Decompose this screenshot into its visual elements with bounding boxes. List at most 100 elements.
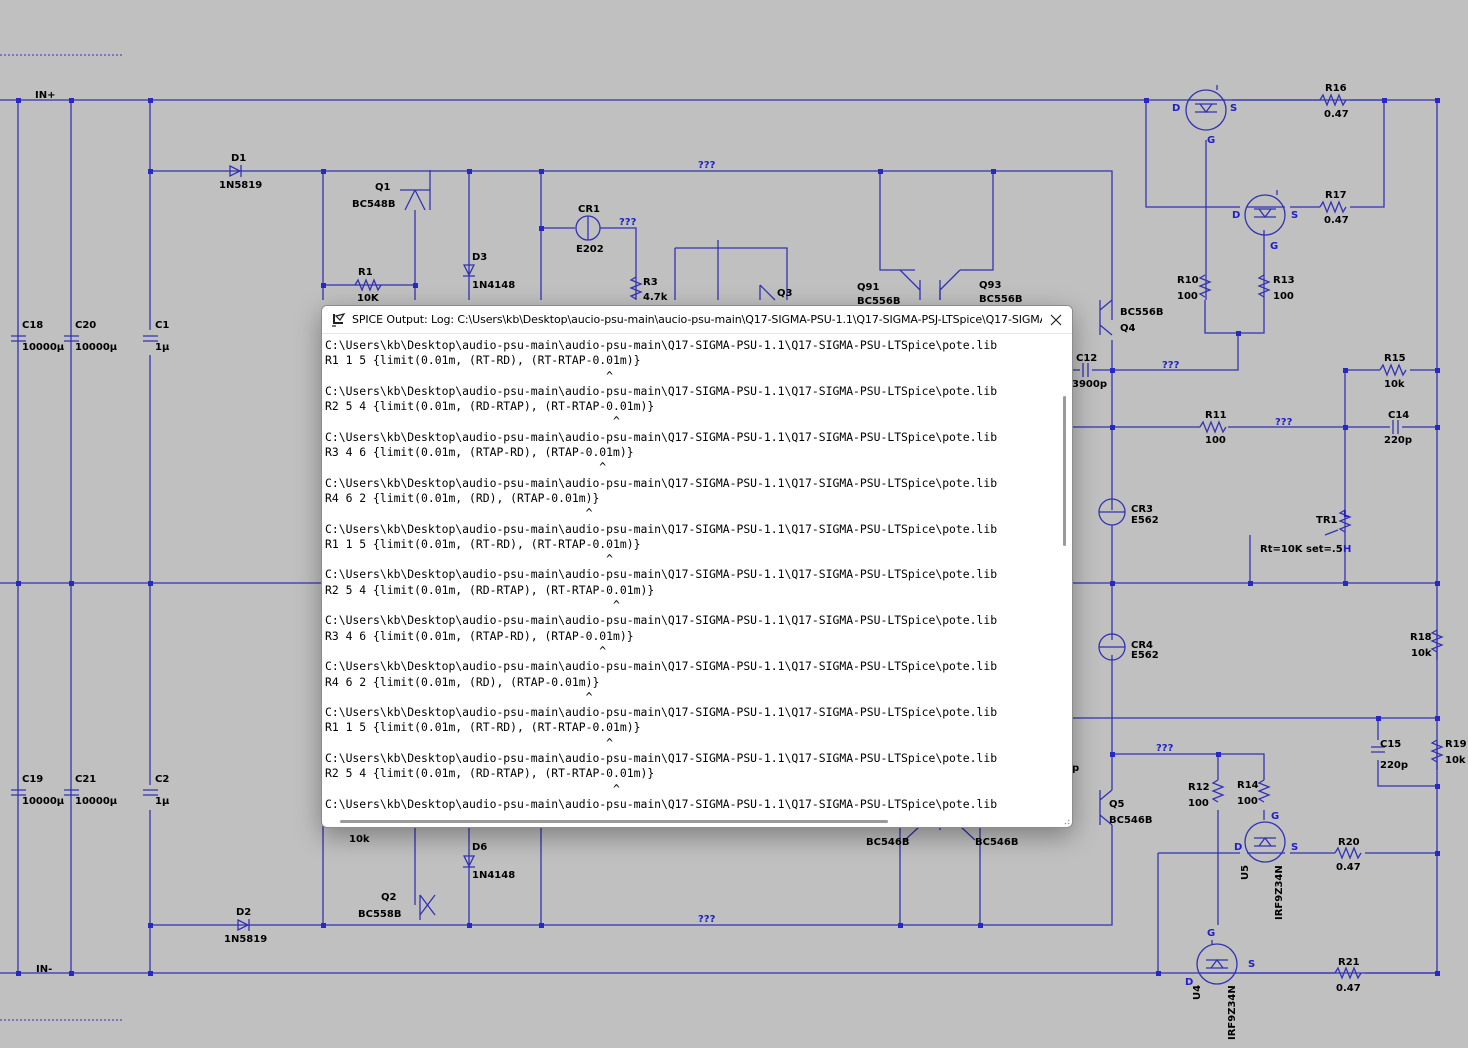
svg-text:R11: R11 <box>1205 410 1227 421</box>
title-bar[interactable]: SPICE Output: Log: C:\Users\kb\Desktop\a… <box>322 306 1072 334</box>
svg-text:Q4: Q4 <box>1120 323 1136 334</box>
log-entry: C:\Users\kb\Desktop\audio-psu-main\audio… <box>325 705 998 750</box>
svg-text:10k: 10k <box>1384 379 1405 390</box>
svg-text:R15: R15 <box>1384 353 1406 364</box>
svg-text:1N5819: 1N5819 <box>219 180 262 191</box>
svg-text:BC558B: BC558B <box>358 909 401 920</box>
spice-output-log-window[interactable]: SPICE Output: Log: C:\Users\kb\Desktop\a… <box>321 305 1073 828</box>
svg-text:10000µ: 10000µ <box>22 796 65 807</box>
svg-text:Q91: Q91 <box>857 282 879 293</box>
svg-text:R21: R21 <box>1338 957 1360 968</box>
svg-text:S: S <box>1291 210 1298 221</box>
log-entry: C:\Users\kb\Desktop\audio-psu-main\audio… <box>325 751 998 796</box>
svg-text:TR1: TR1 <box>1316 515 1338 526</box>
svg-text:Q5: Q5 <box>1109 799 1125 810</box>
svg-text:E562: E562 <box>1131 515 1159 526</box>
svg-text:BC546B: BC546B <box>1109 815 1152 826</box>
log-entry: C:\Users\kb\Desktop\audio-psu-main\audio… <box>325 521 998 567</box>
svg-text:???: ??? <box>698 914 716 925</box>
log-text-area[interactable]: C:\Users\kb\Desktop\audio-psu-main\audio… <box>322 334 1058 814</box>
svg-text:R12: R12 <box>1188 782 1210 793</box>
svg-text:IRF9Z34N: IRF9Z34N <box>1227 985 1238 1040</box>
svg-text:C20: C20 <box>75 320 96 331</box>
svg-text:S: S <box>1248 959 1255 970</box>
vertical-scroll-thumb[interactable] <box>1063 396 1066 546</box>
svg-text:R3: R3 <box>643 277 658 288</box>
svg-text:10000µ: 10000µ <box>22 342 65 353</box>
svg-text:1N5819: 1N5819 <box>224 934 267 945</box>
svg-text:R1: R1 <box>358 267 373 278</box>
svg-text:BC546B: BC546B <box>866 837 909 848</box>
svg-text:IRF9Z34N: IRF9Z34N <box>1274 865 1285 920</box>
svg-text:C19: C19 <box>22 774 43 785</box>
svg-text:D: D <box>1185 977 1193 988</box>
svg-text:BC546B: BC546B <box>975 837 1018 848</box>
svg-text:???: ??? <box>1162 360 1180 371</box>
svg-text:???: ??? <box>1275 417 1293 428</box>
svg-text:CR1: CR1 <box>578 204 600 215</box>
horizontal-scrollbar[interactable] <box>322 815 1058 827</box>
svg-text:C21: C21 <box>75 774 96 785</box>
svg-text:220p: 220p <box>1380 760 1408 771</box>
log-entry: C:\Users\kb\Desktop\audio-psu-main\audio… <box>325 567 998 613</box>
svg-text:G: G <box>1270 241 1278 252</box>
svg-text:S: S <box>1291 842 1298 853</box>
svg-text:G: G <box>1207 928 1215 939</box>
svg-text:R20: R20 <box>1338 837 1360 848</box>
svg-text:100: 100 <box>1237 796 1258 807</box>
svg-text:C2: C2 <box>155 774 169 785</box>
svg-text:Rt=10K set=.5: Rt=10K set=.5 <box>1260 544 1343 555</box>
svg-text:C1: C1 <box>155 320 169 331</box>
svg-text:G: G <box>1271 811 1279 822</box>
svg-text:R18: R18 <box>1410 632 1432 643</box>
svg-text:C14: C14 <box>1388 410 1409 421</box>
svg-text:D6: D6 <box>472 842 487 853</box>
svg-text:S: S <box>1230 103 1237 114</box>
svg-text:10k: 10k <box>1445 755 1466 766</box>
svg-text:p: p <box>1072 763 1079 774</box>
svg-text:D: D <box>1172 103 1180 114</box>
svg-text:Q1: Q1 <box>375 182 391 193</box>
svg-text:0.47: 0.47 <box>1336 983 1361 994</box>
close-icon <box>1050 314 1062 325</box>
svg-text:4.7k: 4.7k <box>643 292 668 303</box>
svg-text:R13: R13 <box>1273 275 1295 286</box>
log-entry: C:\Users\kb\Desktop\audio-psu-main\audio… <box>325 796 998 811</box>
horizontal-scroll-thumb[interactable] <box>340 820 888 823</box>
svg-text:Q3: Q3 <box>777 288 793 299</box>
svg-text:1µ: 1µ <box>155 796 170 807</box>
svg-text:D: D <box>1234 842 1242 853</box>
svg-text:E202: E202 <box>576 244 604 255</box>
log-entry: C:\Users\kb\Desktop\audio-psu-main\audio… <box>325 659 998 704</box>
vertical-scrollbar[interactable] <box>1061 336 1069 812</box>
log-entry: C:\Users\kb\Desktop\audio-psu-main\audio… <box>325 338 998 383</box>
svg-text:0.47: 0.47 <box>1336 862 1361 873</box>
log-entry: C:\Users\kb\Desktop\audio-psu-main\audio… <box>325 429 998 475</box>
svg-text:U5: U5 <box>1240 865 1251 880</box>
svg-text:R16: R16 <box>1325 83 1347 94</box>
svg-text:10000µ: 10000µ <box>75 796 118 807</box>
svg-text:R17: R17 <box>1325 190 1347 201</box>
log-entry: C:\Users\kb\Desktop\audio-psu-main\audio… <box>325 475 998 521</box>
svg-text:BC556B: BC556B <box>1120 307 1163 318</box>
svg-text:100: 100 <box>1205 435 1226 446</box>
svg-text:G: G <box>1207 135 1215 146</box>
svg-text:D2: D2 <box>236 907 251 918</box>
svg-text:C18: C18 <box>22 320 43 331</box>
svg-text:C12: C12 <box>1076 353 1097 364</box>
resize-grip-icon[interactable] <box>1061 816 1070 825</box>
svg-text:H: H <box>1343 544 1351 555</box>
svg-text:Q93: Q93 <box>979 280 1001 291</box>
ltspice-app-icon <box>332 312 346 327</box>
svg-text:U4: U4 <box>1192 985 1203 1000</box>
svg-text:10000µ: 10000µ <box>75 342 118 353</box>
svg-text:C15: C15 <box>1380 739 1401 750</box>
svg-text:CR4: CR4 <box>1131 640 1153 651</box>
svg-text:1N4148: 1N4148 <box>472 870 515 881</box>
close-button[interactable] <box>1042 307 1070 333</box>
svg-text:100: 100 <box>1273 291 1294 302</box>
svg-text:BC548B: BC548B <box>352 199 395 210</box>
svg-text:R19: R19 <box>1445 739 1467 750</box>
net-label-in-plus: IN+ <box>35 90 55 101</box>
